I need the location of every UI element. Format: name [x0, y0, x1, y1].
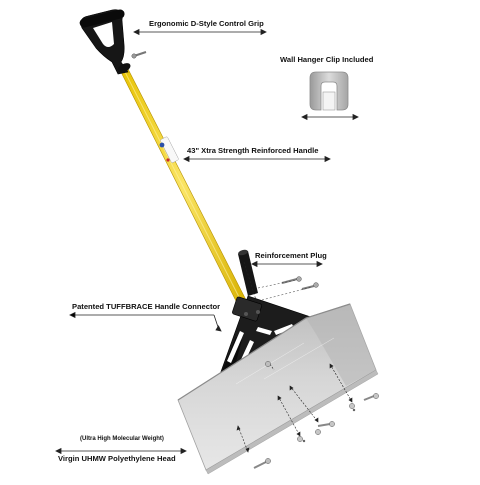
label-plug: Reinforcement Plug — [255, 251, 327, 260]
arrow-handle — [183, 155, 331, 163]
connector-bolts — [257, 276, 319, 301]
d-grip — [79, 9, 131, 75]
label-grip: Ergonomic D-Style Control Grip — [149, 19, 264, 28]
wall-hanger-clip — [309, 71, 349, 111]
grip-screw — [131, 51, 147, 59]
label-connector: Patented TUFFBRACE Handle Connector — [72, 302, 221, 311]
arrow-connector — [69, 311, 222, 332]
label-wall-clip: Wall Hanger Clip Included — [280, 55, 374, 64]
arrow-grip — [133, 28, 267, 36]
blade-bolt-lines — [236, 363, 353, 453]
arrow-head — [55, 447, 187, 455]
hardware-nuts-bolts — [253, 361, 379, 469]
arrow-plug — [251, 260, 323, 268]
brand-sticker — [160, 136, 179, 163]
label-handle: 43" Xtra Strength Reinforced Handle — [187, 146, 319, 155]
arrow-wall-clip — [301, 113, 359, 121]
label-head: Virgin UHMW Polyethylene Head — [58, 454, 176, 463]
label-uhmw-note: (Ultra High Molecular Weight) — [80, 436, 164, 442]
handle-shaft — [119, 68, 247, 304]
reinforcement-plug — [238, 249, 258, 301]
brand-logo-icon — [159, 142, 165, 148]
